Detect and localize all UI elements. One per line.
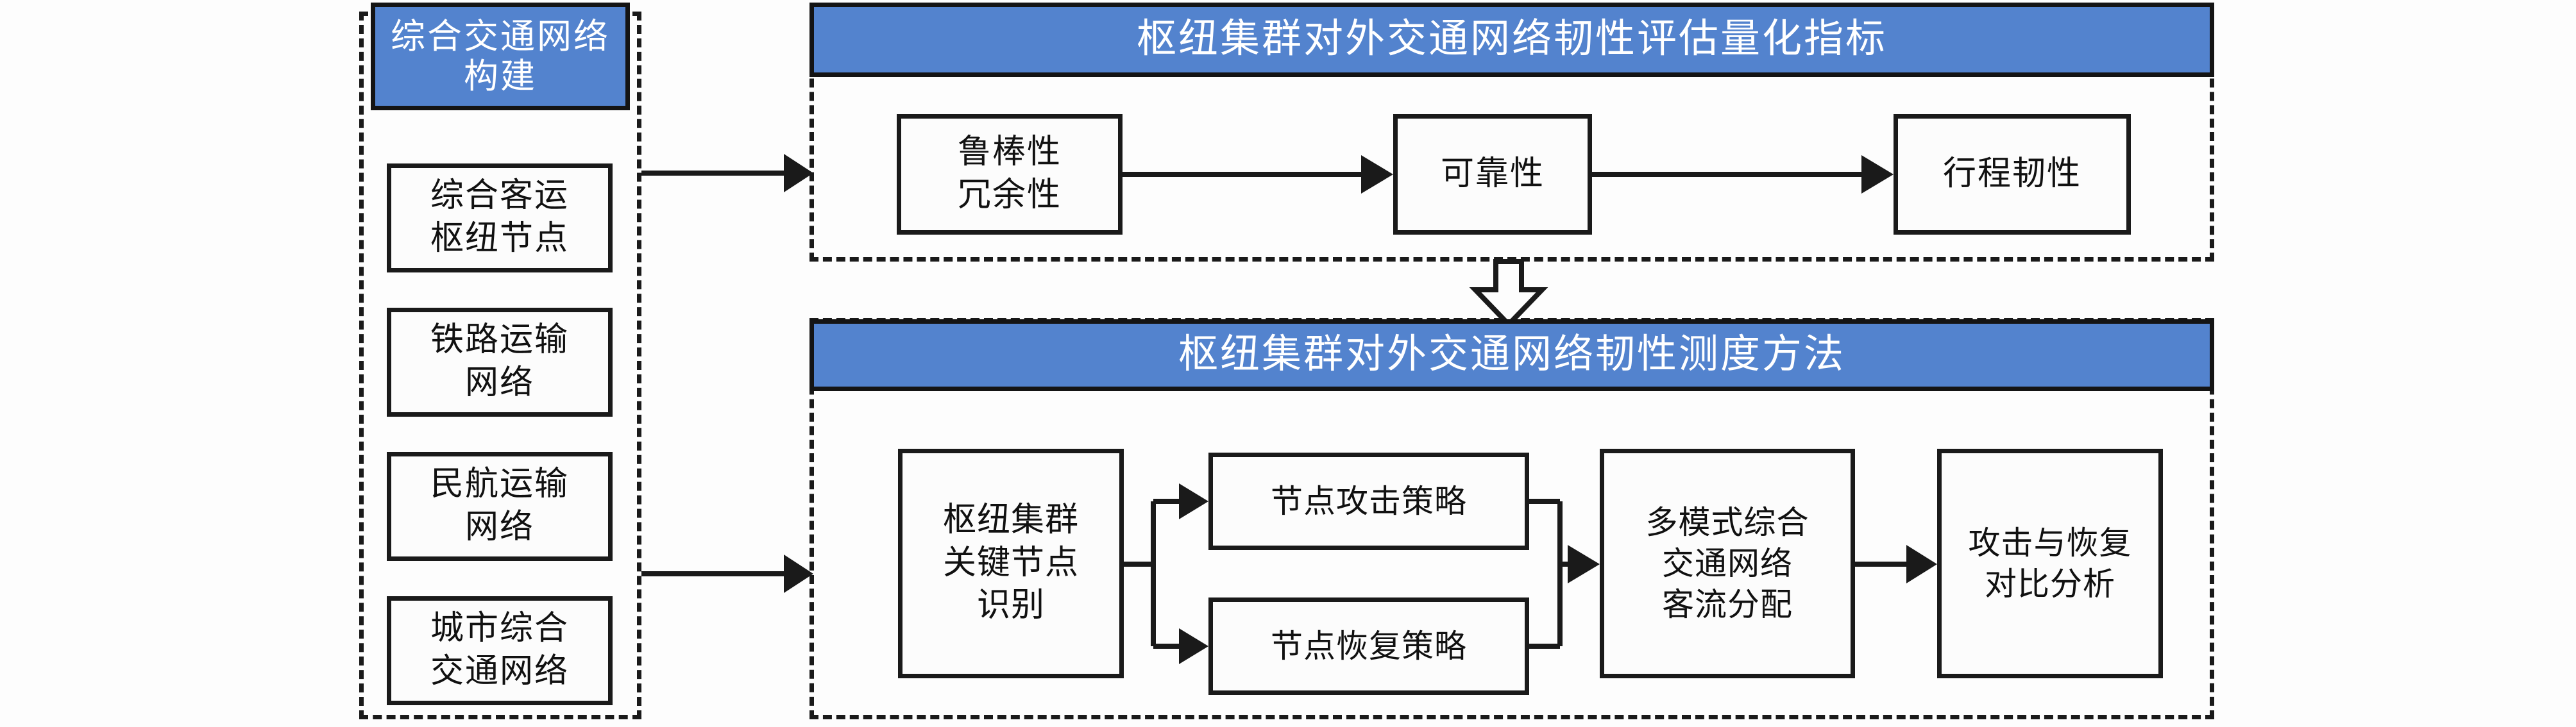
left-item-label: 民航运输 网络: [430, 466, 569, 546]
left-item-aviation-network[interactable]: 民航运输 网络: [387, 452, 613, 561]
left-item-label: 综合客运 枢纽节点: [430, 178, 569, 257]
method-box-attack-recovery-comparison[interactable]: 攻击与恢复 对比分析: [1937, 449, 2163, 678]
method-label: 节点恢复策略: [1271, 628, 1467, 664]
left-item-label: 城市综合 交通网络: [430, 610, 569, 690]
hollow-block-arrow-down-icon: [1469, 259, 1548, 328]
left-item-urban-transport-network[interactable]: 城市综合 交通网络: [387, 596, 613, 705]
method-label: 多模式综合 交通网络 客流分配: [1645, 505, 1809, 623]
method-box-key-node-identification[interactable]: 枢纽集群 关键节点 识别: [898, 449, 1124, 678]
method-box-node-attack-strategy[interactable]: 节点攻击策略: [1208, 453, 1529, 550]
indicators-panel-header: 枢纽集群对外交通网络韧性评估量化指标: [809, 3, 2214, 77]
left-group-header-label: 综合交通网络构建: [391, 17, 610, 96]
methods-panel-header: 枢纽集群对外交通网络韧性测度方法: [809, 319, 2214, 391]
indicator-box-reliability[interactable]: 可靠性: [1393, 114, 1592, 235]
method-label: 节点攻击策略: [1271, 483, 1467, 519]
methods-panel-header-label: 枢纽集群对外交通网络韧性测度方法: [1178, 333, 1845, 377]
indicator-box-travel-resilience[interactable]: 行程韧性: [1894, 114, 2131, 235]
left-item-passenger-hub-node[interactable]: 综合客运 枢纽节点: [387, 163, 613, 272]
left-item-railway-network[interactable]: 铁路运输 网络: [387, 308, 613, 417]
method-box-multimodal-flow-assignment[interactable]: 多模式综合 交通网络 客流分配: [1600, 449, 1855, 678]
method-box-node-recovery-strategy[interactable]: 节点恢复策略: [1208, 597, 1529, 695]
indicator-label: 行程韧性: [1942, 155, 2081, 192]
indicator-box-robustness-redundancy[interactable]: 鲁棒性 冗余性: [897, 114, 1123, 235]
indicator-label: 可靠性: [1440, 155, 1545, 192]
method-label: 枢纽集群 关键节点 识别: [942, 502, 1079, 624]
left-item-label: 铁路运输 网络: [430, 322, 569, 401]
method-label: 攻击与恢复 对比分析: [1968, 525, 2132, 602]
indicators-panel-header-label: 枢纽集群对外交通网络韧性评估量化指标: [1136, 17, 1887, 62]
left-group-header: 综合交通网络构建: [371, 3, 630, 110]
indicator-label: 鲁棒性 冗余性: [957, 134, 1062, 213]
